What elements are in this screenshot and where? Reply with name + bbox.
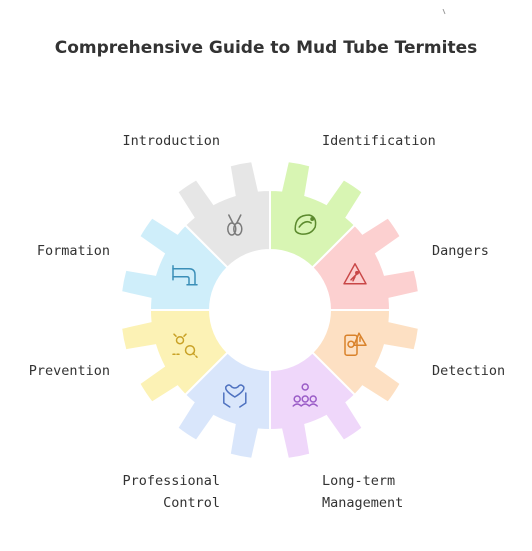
phone-alert-icon [344,332,367,356]
label-line: Long-term [322,473,396,489]
label-identification: Identification [322,133,436,149]
page-title: Comprehensive Guide to Mud Tube Termites [54,38,478,58]
corner-mark [438,0,446,15]
label-dangers: Dangers [432,243,489,259]
warning-sign-icon [343,263,367,285]
label-line: Professional [122,473,220,489]
moth-antenna-icon [227,214,243,236]
hands-heart-icon [223,384,247,408]
label-prevention: Prevention [28,363,110,379]
label-long-term-management: Long-term Management [322,470,403,514]
label-line: Management [322,495,404,511]
label-professional-control: Professional Control [100,470,220,514]
gear-hub [210,250,330,370]
label-detection: Detection [432,363,506,379]
label-introduction: Introduction [122,133,220,149]
caterpillar-icon [294,214,317,235]
bug-magnifier-icon [172,333,198,358]
label-line: Control [163,495,220,511]
pipe-icon [172,265,198,286]
people-network-icon [292,383,318,407]
label-formation: Formation [36,243,110,259]
